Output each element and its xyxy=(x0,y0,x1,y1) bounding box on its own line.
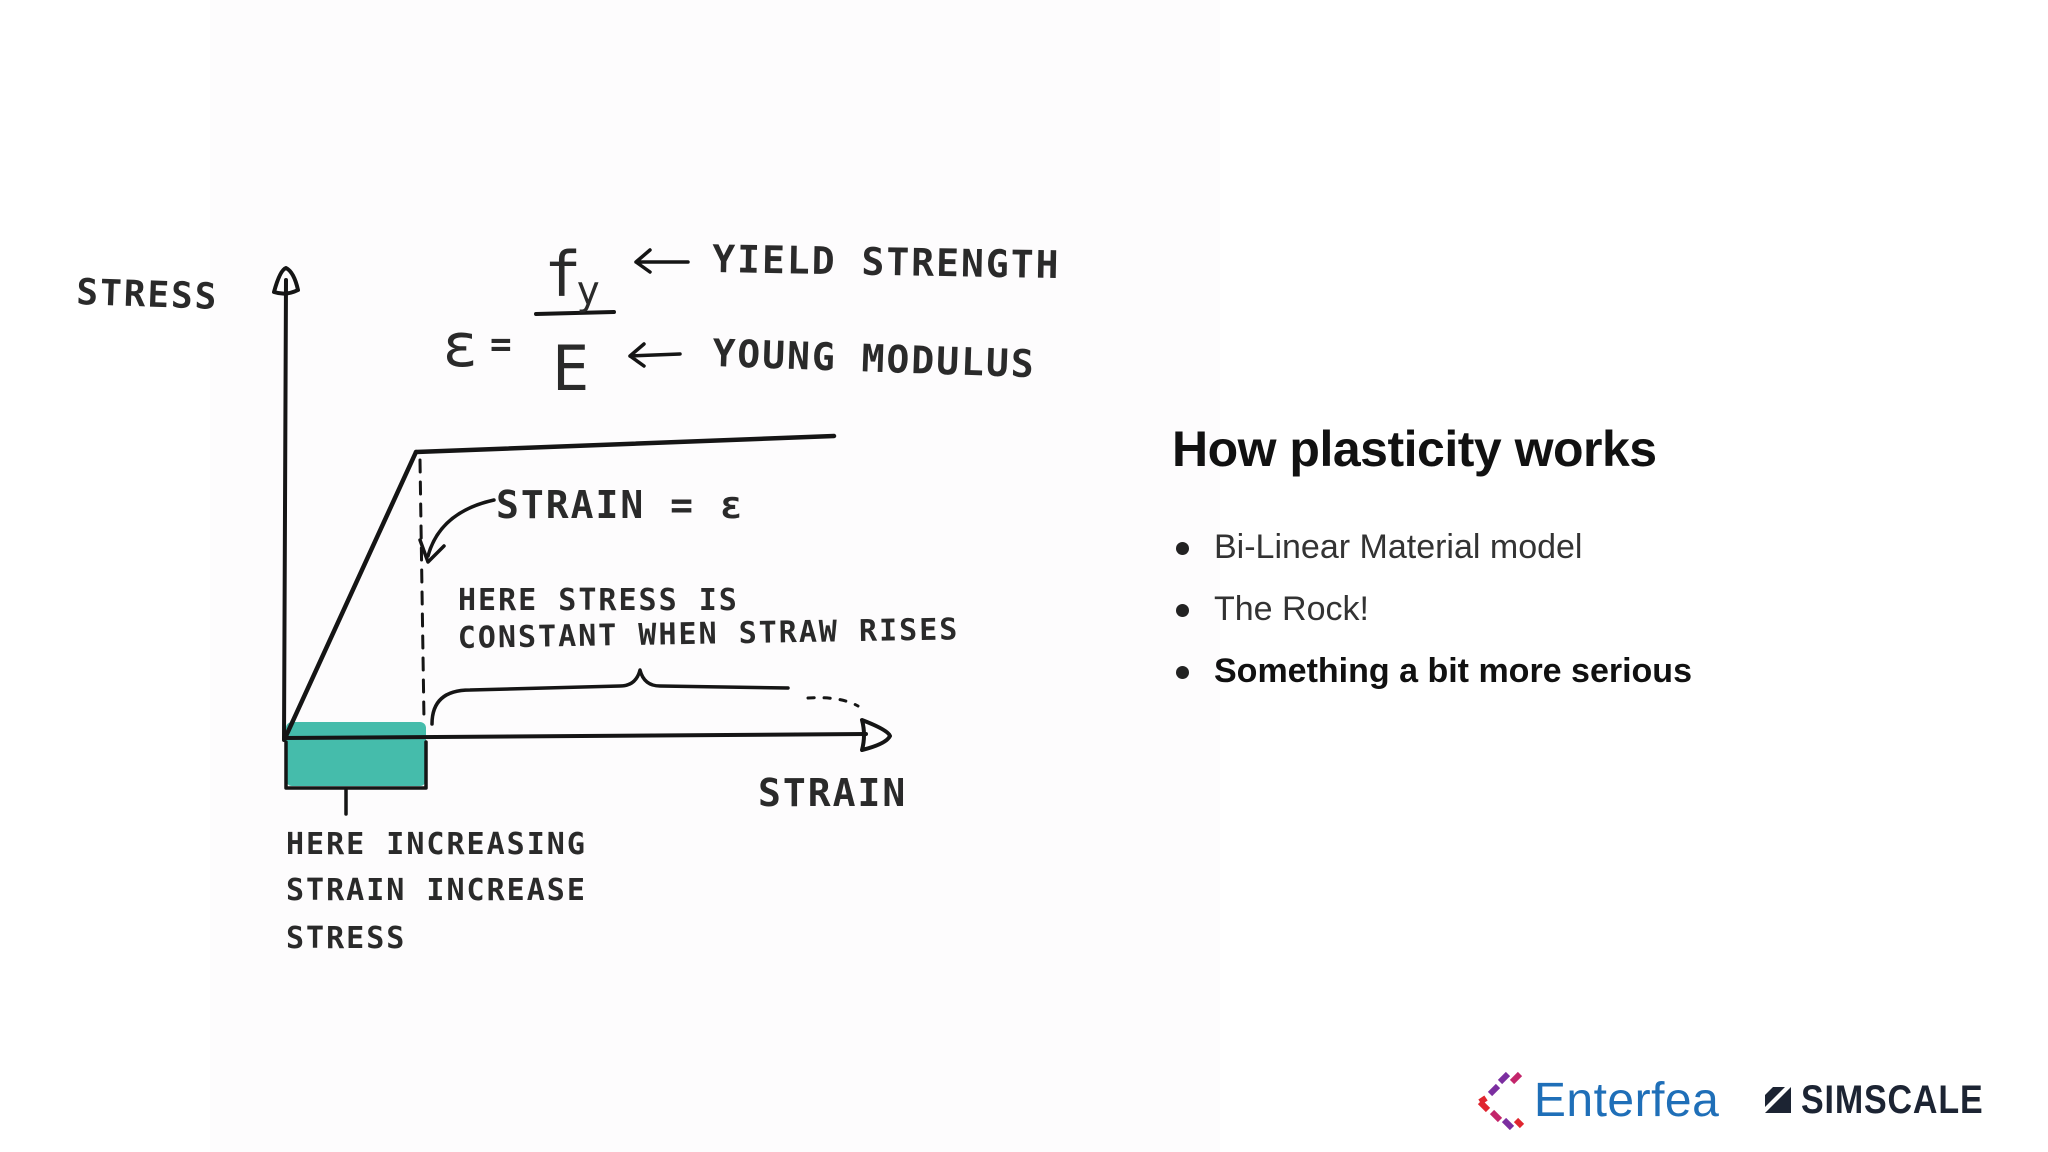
plastic-region-brace xyxy=(430,668,790,726)
elastic-note-line3: STRESS xyxy=(286,921,406,956)
enterfea-wordmark: Enterfea xyxy=(1533,1073,1720,1127)
equation-denominator: E xyxy=(552,332,591,405)
bullet-list: Bi-Linear Material model The Rock! Somet… xyxy=(1172,516,1992,702)
x-axis xyxy=(282,732,868,740)
equation-equals: = xyxy=(490,324,514,365)
simscale-mark-icon xyxy=(1765,1087,1792,1113)
simscale-logo: SIMSCALE xyxy=(1761,1078,2016,1123)
numerator-note: YIELD STRENGTH xyxy=(712,237,1061,287)
denominator-note-arrow xyxy=(628,342,682,368)
y-axis-arrowhead xyxy=(272,266,300,296)
plastic-line xyxy=(413,433,837,455)
enterfea-logo: Enterfea xyxy=(1474,1070,1719,1130)
footer-logos: Enterfea SIMSCALE xyxy=(1474,1060,2016,1140)
bullet-item: Something a bit more serious xyxy=(1172,640,1992,702)
slide-content: How plasticity works Bi-Linear Material … xyxy=(1172,420,1992,702)
stress-strain-sketch: STRESS STRAIN ε = f y E YIELD STRENGTH Y… xyxy=(76,237,1061,956)
denominator-note: YOUNG MODULUS xyxy=(712,331,1037,386)
sketch-background xyxy=(210,0,1220,1152)
equation-numerator: f xyxy=(544,238,583,311)
elastic-line xyxy=(283,449,419,739)
brace-continuation-dots xyxy=(806,696,860,708)
strain-pointer-arrowhead xyxy=(418,538,446,564)
elastic-region-bracket xyxy=(284,740,428,790)
elastic-region-highlight xyxy=(286,722,426,786)
plastic-note-line1: HERE STRESS IS xyxy=(458,583,739,618)
equation-lhs: ε xyxy=(442,311,480,381)
yield-dashed-line xyxy=(418,458,426,722)
y-axis xyxy=(282,278,288,742)
bullet-item: Bi-Linear Material model xyxy=(1172,516,1992,578)
strain-pointer-arrow xyxy=(426,498,496,558)
bullet-item: The Rock! xyxy=(1172,578,1992,640)
x-axis-arrowhead xyxy=(860,718,892,752)
elastic-note-line2: STRAIN INCREASE xyxy=(286,873,587,908)
strain-note: STRAIN = ε xyxy=(496,483,745,527)
equation-numerator-subscript: y xyxy=(576,268,602,314)
x-axis-label: STRAIN xyxy=(758,771,907,815)
simscale-wordmark: SIMSCALE xyxy=(1801,1077,1984,1122)
enterfea-mark-icon xyxy=(1477,1071,1524,1130)
plastic-note-line2: CONSTANT WHEN STRAW RISES xyxy=(458,612,960,656)
slide-title: How plasticity works xyxy=(1172,421,1657,477)
elastic-note-line1: HERE INCREASING xyxy=(286,827,587,862)
fraction-bar xyxy=(534,310,616,316)
numerator-note-arrow xyxy=(634,248,690,274)
y-axis-label: STRESS xyxy=(76,272,219,318)
